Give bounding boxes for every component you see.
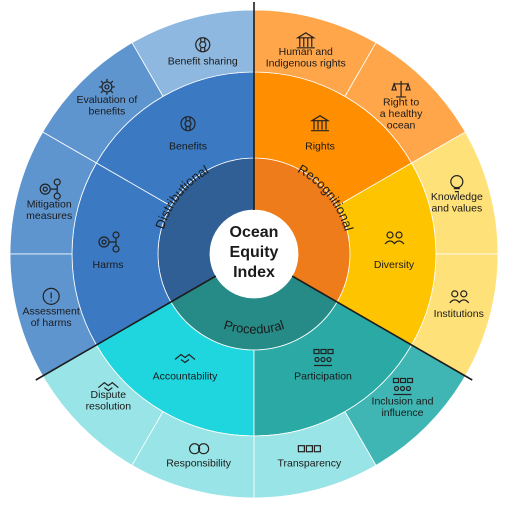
benefit-sharing-icon: [195, 37, 211, 53]
outer-responsibility: [131, 411, 255, 499]
mid-label-benefits: Benefits: [169, 141, 207, 153]
center-line-3: Index: [233, 264, 275, 281]
participation-group-icon: [313, 348, 334, 367]
gear-network-icon: [98, 231, 120, 253]
mid-label-rights: Rights: [305, 141, 335, 153]
wheel-icons: [39, 32, 470, 455]
mitigation-gear-icon: [39, 178, 61, 200]
outer-transparency: [253, 411, 377, 499]
rights-scales-icon: [295, 32, 316, 49]
evaluation-gear-icon: [98, 78, 115, 95]
pillar-divider-1: [291, 275, 473, 381]
institutions-people-icon: [449, 290, 470, 304]
outer-label-benefit-sharing: Benefit sharing: [168, 56, 238, 68]
speech-bubbles-icon: [189, 443, 210, 455]
life-buoy-icon: [180, 116, 196, 132]
mid-label-participation: Participation: [294, 371, 352, 383]
outer-inclusion-influence: [344, 344, 466, 466]
center-line-2: Equity: [230, 244, 279, 261]
rights-building-icon: [309, 114, 331, 132]
mid-label-diversity: Diversity: [374, 259, 415, 271]
mid-label-harms: Harms: [93, 259, 124, 271]
pillar-divider-2: [35, 275, 217, 381]
mid-label-accountability: Accountability: [153, 371, 219, 383]
outer-label-institutions: Institutions: [434, 308, 484, 320]
diversity-people-icon: [384, 231, 405, 245]
wheel-segments: [9, 9, 499, 499]
lightbulb-icon: [450, 175, 464, 193]
center-line-1: Ocean: [230, 224, 279, 241]
outer-mitigation-measures: [9, 131, 97, 255]
wheel-dividers: [35, 2, 473, 381]
pillar-label-procedural: Procedural: [222, 317, 286, 337]
alert-icon: [42, 287, 60, 305]
outer-assessment-of-harms: [9, 253, 97, 377]
dispute-handshake-icon: [97, 381, 119, 392]
outer-label-transparency: Transparency: [277, 458, 342, 470]
outer-label-responsibility: Responsibility: [166, 458, 232, 470]
flow-boxes-icon: [297, 445, 321, 453]
scales-icon: [391, 80, 411, 98]
outer-evaluation-of-benefits: [42, 42, 164, 164]
inclusion-group-icon: [392, 377, 414, 396]
center-circle: [210, 210, 298, 298]
handshake-icon: [174, 353, 196, 364]
